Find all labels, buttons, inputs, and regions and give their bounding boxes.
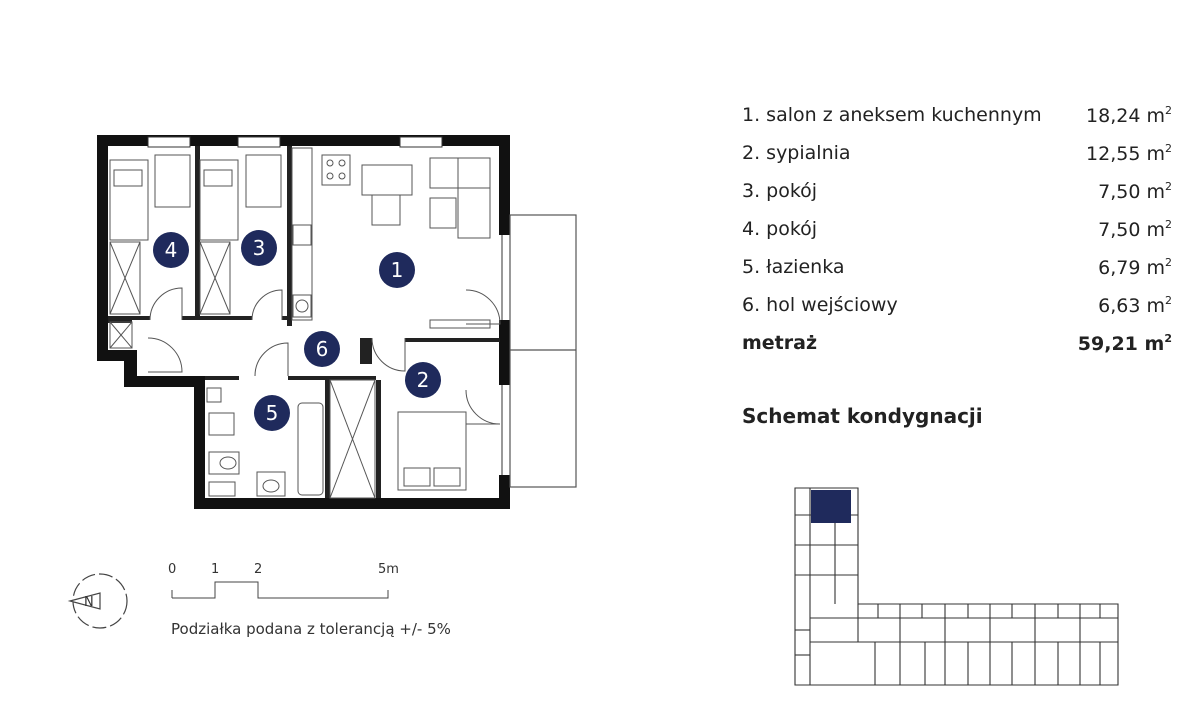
- room-area-table: 1. salon z aneksem kuchennym 18,24 m2 2.…: [742, 96, 1172, 362]
- scale-tick: 5m: [378, 562, 399, 577]
- room-label: 5. łazienka: [742, 256, 845, 278]
- room-area: 6,79 m2: [1098, 255, 1172, 279]
- total-row: metraż 59,21 m2: [742, 324, 1172, 362]
- room-area: 6,63 m2: [1098, 293, 1172, 317]
- scale-bar: [171, 581, 389, 599]
- room-marker-3: 3: [241, 230, 277, 266]
- room-area: 18,24 m2: [1086, 103, 1172, 127]
- room-area: 7,50 m2: [1098, 217, 1172, 241]
- total-area: 59,21 m2: [1077, 331, 1172, 355]
- scale-tick: 2: [254, 562, 263, 577]
- scale-note: Podziałka podana z tolerancją +/- 5%: [171, 620, 451, 638]
- room-row: 5. łazienka 6,79 m2: [742, 248, 1172, 286]
- room-marker-6: 6: [304, 331, 340, 367]
- windows: [147, 136, 443, 148]
- room-marker-1: 1: [379, 252, 415, 288]
- total-label: metraż: [742, 332, 818, 354]
- compass-letter: N: [84, 595, 94, 610]
- room-area: 7,50 m2: [1098, 179, 1172, 203]
- room-label: 3. pokój: [742, 180, 818, 202]
- room-row: 1. salon z aneksem kuchennym 18,24 m2: [742, 96, 1172, 134]
- room-label: 2. sypialnia: [742, 142, 851, 164]
- highlighted-apartment: [811, 490, 851, 523]
- room-marker-4: 4: [153, 232, 189, 268]
- balcony: [501, 214, 577, 488]
- schema-title: Schemat kondygnacji: [742, 404, 983, 428]
- interior-walls: [108, 146, 500, 498]
- room-row: 4. pokój 7,50 m2: [742, 210, 1172, 248]
- compass-icon: [67, 573, 128, 629]
- doors: [147, 287, 501, 425]
- floor-schema: [794, 487, 1119, 686]
- room-label: 1. salon z aneksem kuchennym: [742, 104, 1042, 126]
- room-label: 4. pokój: [742, 218, 818, 240]
- room-marker-2: 2: [405, 362, 441, 398]
- room-label: 6. hol wejściowy: [742, 294, 898, 316]
- room-area: 12,55 m2: [1086, 141, 1172, 165]
- walls: [97, 135, 510, 509]
- room-row: 6. hol wejściowy 6,63 m2: [742, 286, 1172, 324]
- room-row: 3. pokój 7,50 m2: [742, 172, 1172, 210]
- furniture: [109, 147, 491, 499]
- room-marker-5: 5: [254, 395, 290, 431]
- room-row: 2. sypialnia 12,55 m2: [742, 134, 1172, 172]
- scale-tick: 1: [211, 562, 220, 577]
- scale-tick: 0: [168, 562, 177, 577]
